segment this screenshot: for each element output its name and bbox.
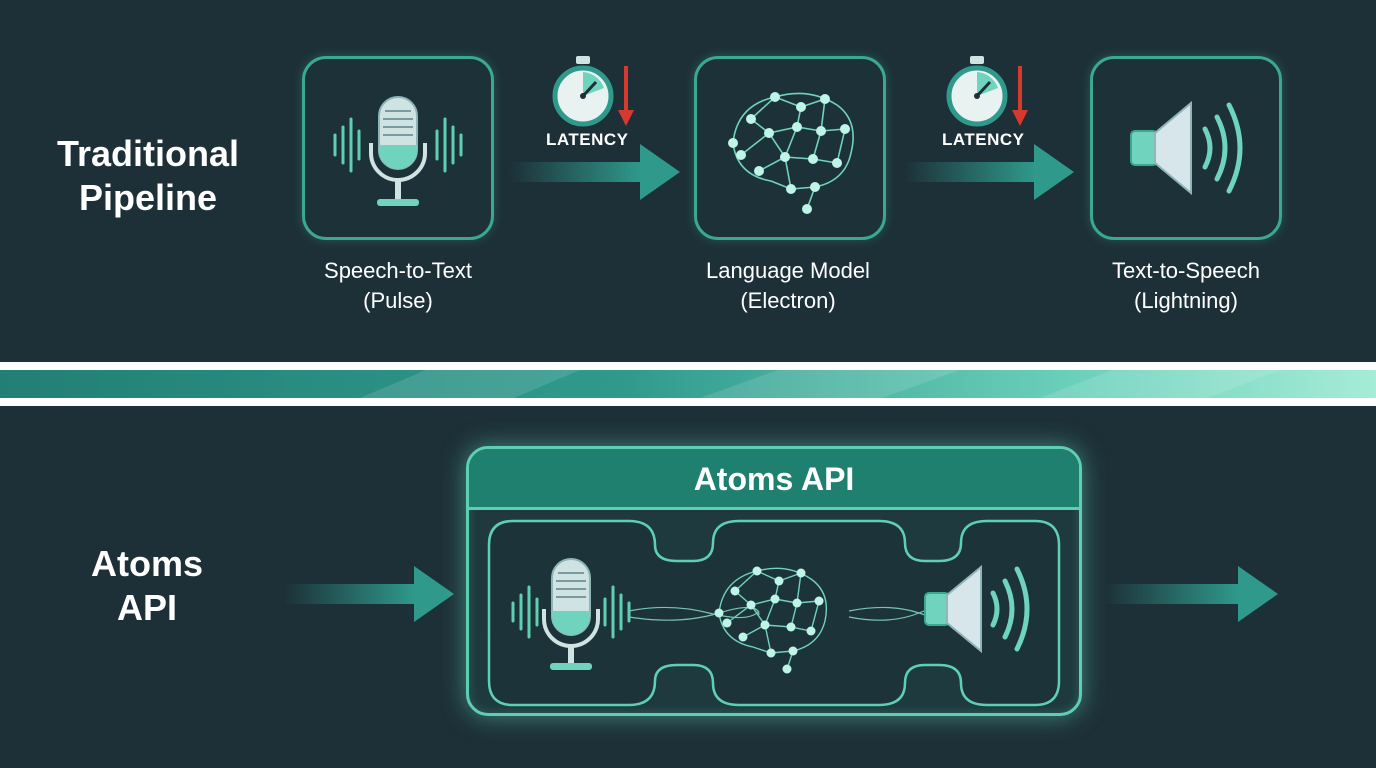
text-to-speech-box: [1090, 56, 1282, 240]
atoms-api-box: Atoms API: [466, 446, 1082, 716]
language-model-box: [694, 56, 886, 240]
brain-network-icon: [714, 566, 828, 674]
row-label-line1: Atoms: [90, 543, 203, 584]
input-arrow: [284, 566, 454, 622]
integrated-pipeline: [487, 519, 1061, 707]
stage-name: Language Model: [706, 258, 870, 283]
output-arrow: [1104, 566, 1278, 622]
stage-model: (Pulse): [363, 288, 433, 313]
brain-network-icon: [728, 92, 854, 214]
stopwatch-icon: [552, 56, 634, 127]
stage-model: (Lightning): [1134, 288, 1238, 313]
latency-label: LATENCY: [546, 130, 629, 149]
speech-to-text-box: [302, 56, 494, 240]
speaker-icon: [924, 564, 1030, 654]
traditional-pipeline-section: Traditional Pipeline Speech-to-Text (Pul…: [0, 0, 1376, 362]
atoms-api-title: Atoms API: [693, 461, 855, 497]
atoms-api-row-label: Atoms API: [52, 542, 242, 630]
pipeline-arrow: [510, 144, 680, 200]
row-label-line2: Pipeline: [78, 177, 218, 218]
microphone-icon: [511, 558, 631, 670]
stage-model: (Electron): [740, 288, 836, 313]
language-model-label: Language Model (Electron): [658, 256, 918, 316]
text-to-speech-label: Text-to-Speech (Lightning): [1056, 256, 1316, 316]
atoms-api-header: [469, 449, 1079, 510]
stage-name: Text-to-Speech: [1112, 258, 1260, 283]
pipeline-arrow: [904, 144, 1074, 200]
row-label-line2: API: [116, 587, 177, 628]
microphone-icon: [333, 96, 463, 206]
stopwatch-icon: [946, 56, 1028, 127]
section-divider: [0, 362, 1376, 406]
divider-band: [0, 370, 1376, 398]
row-label-line1: Traditional: [56, 133, 240, 174]
latency-label: LATENCY: [942, 130, 1025, 149]
speaker-icon: [1130, 100, 1243, 196]
stage-name: Speech-to-Text: [324, 258, 472, 283]
traditional-pipeline-label: Traditional Pipeline: [28, 132, 268, 220]
speech-to-text-label: Speech-to-Text (Pulse): [268, 256, 528, 316]
